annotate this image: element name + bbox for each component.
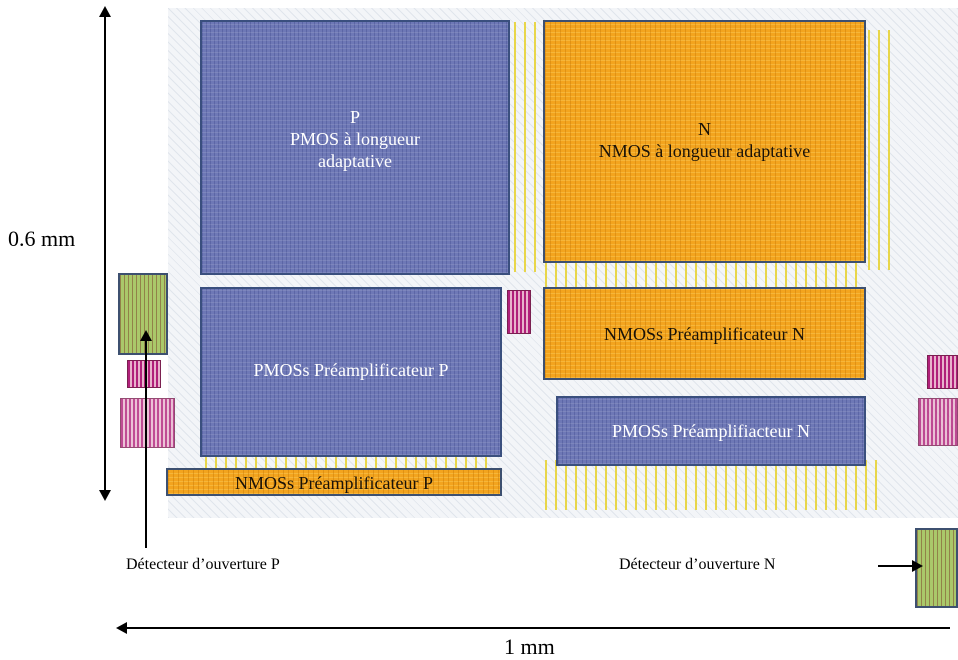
height-arrow-bottom — [99, 490, 111, 501]
pmos-preamp-n-block: PMOSs Préamplifiacteur N — [556, 396, 866, 466]
nmos-preamp-p-label: NMOSs Préamplificateur P — [235, 473, 433, 493]
detector-p-pointer-head — [140, 330, 152, 341]
detector-n-caption: Détecteur d’ouverture N — [619, 556, 776, 573]
detector-p-caption: Détecteur d’ouverture P — [126, 556, 280, 573]
nmos-adaptive-line2: NMOS à longueur adaptative — [598, 141, 811, 161]
detector-n-via-2 — [918, 398, 958, 446]
detector-n-pointer-head — [912, 560, 923, 572]
routing-wires-right — [868, 30, 890, 270]
detector-n-pointer-line — [878, 565, 916, 567]
nmos-preamp-n-block: NMOSs Préamplificateur N — [543, 287, 866, 380]
routing-wires-bottom — [545, 460, 885, 510]
routing-wires-mid — [545, 262, 863, 288]
routing-wires-top — [514, 22, 540, 272]
detector-p-via-2 — [120, 398, 175, 448]
nmos-preamp-p-block: NMOSs Préamplificateur P — [166, 468, 502, 496]
pmos-adaptive-title: P — [349, 107, 360, 127]
width-arrow-line — [124, 627, 950, 629]
pmos-adaptive-line2: PMOS à longueur — [290, 129, 420, 149]
pmos-preamp-n-label: PMOSs Préamplifiacteur N — [612, 421, 810, 441]
nmos-adaptive-length-block: N NMOS à longueur adaptative — [543, 20, 866, 263]
nmos-preamp-n-label: NMOSs Préamplificateur N — [604, 324, 805, 344]
pmos-adaptive-length-block: P PMOS à longueur adaptative — [200, 20, 510, 275]
pmos-preamp-p-block: PMOSs Préamplificateur P — [200, 287, 502, 457]
via-array-small — [507, 290, 531, 334]
nmos-adaptive-title: N — [698, 119, 711, 139]
height-dimension-label: 0.6 mm — [8, 226, 76, 251]
detector-n-block — [915, 528, 958, 608]
detector-p-pointer-line — [145, 340, 147, 548]
width-dimension-label: 1 mm — [504, 634, 555, 659]
height-arrow-top — [99, 6, 111, 17]
pmos-preamp-p-label: PMOSs Préamplificateur P — [253, 360, 449, 380]
detector-n-via-1 — [927, 355, 958, 389]
width-arrow-left — [116, 622, 127, 634]
pmos-adaptive-line3: adaptative — [318, 151, 392, 171]
routing-wires-left — [205, 455, 495, 469]
detector-p-block — [118, 273, 168, 355]
height-arrow-line — [104, 15, 106, 493]
detector-p-via-1 — [127, 360, 161, 388]
